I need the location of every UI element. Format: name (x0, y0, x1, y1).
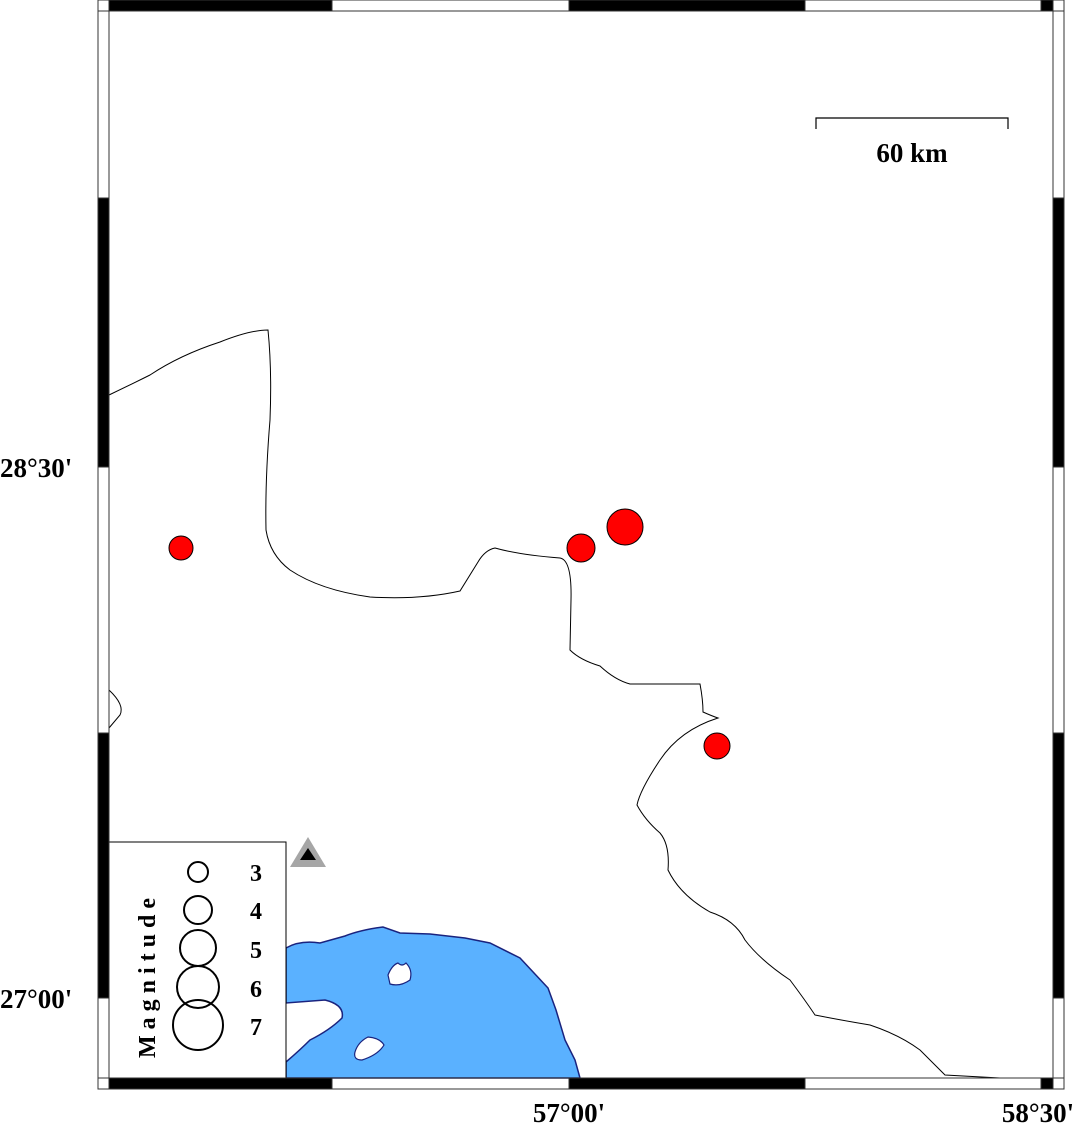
legend-label: 7 (250, 1015, 262, 1041)
triangle-station-icon[interactable] (290, 837, 326, 867)
island (387, 962, 412, 986)
legend-circle-6 (176, 965, 220, 1009)
event-southeast[interactable] (703, 732, 731, 760)
scale-bar-label: 60 km (876, 138, 948, 168)
border-line (108, 329, 1001, 1079)
magnitude-legend: Magnitude 3 4 5 6 7 (108, 841, 287, 1079)
lat-label-lower: 27°00' (0, 984, 72, 1014)
lon-label-right: 58°30' (1002, 1098, 1074, 1127)
lon-label-left: 57°00' (533, 1098, 605, 1127)
legend-title: Magnitude (135, 892, 161, 1058)
legend-circle-3 (187, 861, 209, 883)
legend-circle-4 (183, 895, 213, 925)
legend-label: 4 (250, 899, 262, 925)
legend-label: 5 (250, 938, 262, 964)
legend-label: 6 (250, 977, 262, 1003)
lat-label-upper: 28°30' (0, 453, 72, 483)
legend-circle-7 (172, 999, 224, 1051)
event-central-a[interactable] (566, 533, 596, 563)
island (354, 1036, 385, 1061)
border-line (108, 689, 122, 729)
sea-gulf (285, 926, 581, 1079)
legend-label: 3 (250, 861, 262, 887)
map-frame (97, 0, 1065, 1090)
event-west[interactable] (168, 535, 194, 561)
scale-bar: 60 km (815, 117, 1009, 168)
event-central-b[interactable] (606, 508, 644, 546)
